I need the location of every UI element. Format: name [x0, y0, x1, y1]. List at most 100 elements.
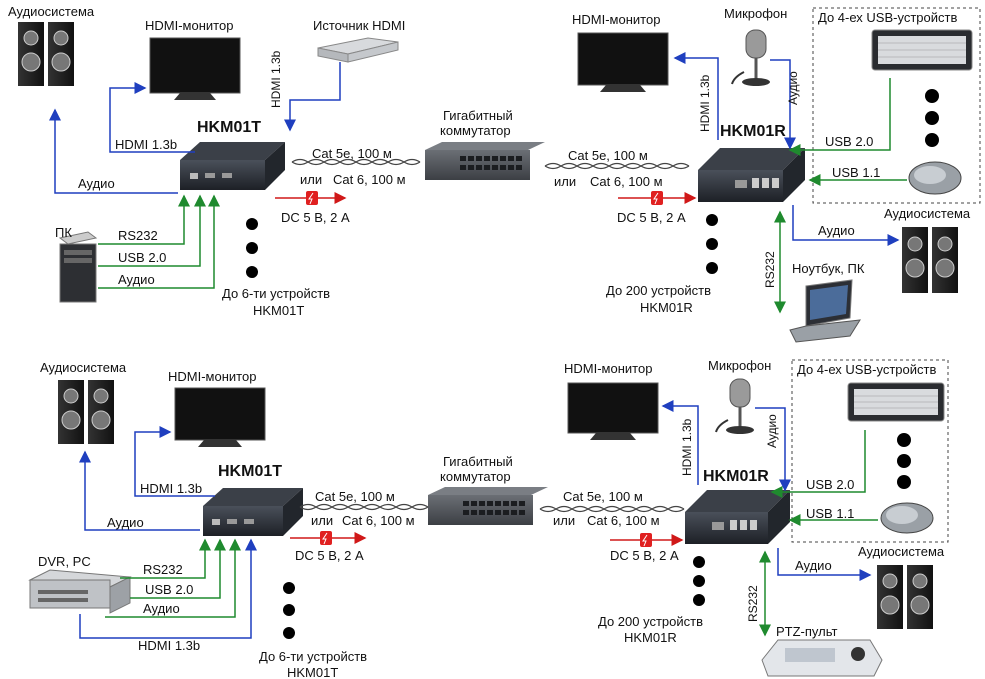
- switch-icon: [425, 142, 545, 180]
- audio-left-label: Аудио: [107, 515, 144, 530]
- usb11-r-label: USB 1.1: [806, 506, 854, 521]
- cable-or-r-label: или: [553, 513, 575, 528]
- monitor-link: [109, 82, 195, 153]
- rx-more-dots: [706, 214, 718, 274]
- right-monitor-label: HDMI-монитор: [564, 361, 652, 376]
- usb20-r-link: [788, 78, 891, 156]
- left-monitor-label: HDMI-монитор: [168, 369, 256, 384]
- cable-right-2-icon: [539, 505, 685, 513]
- left-speakers-icon: [18, 22, 74, 86]
- cable-b-r-label: Cat 6, 100 м: [590, 174, 663, 189]
- monitor-link: [134, 426, 215, 497]
- right-monitor-icon: [577, 32, 669, 92]
- monitor-link-label: HDMI 1.3b: [140, 481, 202, 496]
- microphone-icon: [715, 378, 754, 434]
- switch-icon: [428, 487, 548, 525]
- hdmi-source-label: Источник HDMI: [313, 18, 405, 33]
- cable-b-label: Cat 6, 100 м: [333, 172, 406, 187]
- left-monitor-icon: [174, 387, 266, 447]
- keyboard-icon: [871, 29, 973, 71]
- mouse-icon: [880, 502, 934, 534]
- usb-more-dots: [925, 89, 939, 147]
- rx-label: HKM01R: [720, 123, 786, 140]
- tx-count-label-1: До 6-ти устройств: [222, 286, 330, 301]
- power-rx-icon: [651, 191, 663, 205]
- rs232-label: RS232: [143, 562, 183, 577]
- usb20-link: [130, 538, 226, 599]
- usb20-label: USB 2.0: [145, 582, 193, 597]
- usb20-r-link: [770, 430, 866, 498]
- usb-devices-box: [791, 359, 949, 543]
- audio-right-link: [792, 205, 900, 246]
- dvr-icon: [28, 569, 132, 614]
- rx-device-icon: [685, 490, 790, 544]
- cable-a-r-label: Cat 5e, 100 м: [563, 489, 643, 504]
- keyboard-icon: [847, 382, 945, 422]
- laptop-icon: [789, 279, 861, 343]
- switch-label-1: Гигабитный: [443, 108, 513, 123]
- right-speakers-label: Аудиосистема: [884, 206, 971, 221]
- monitor-link-label: HDMI 1.3b: [115, 137, 177, 152]
- right-monitor-label: HDMI-монитор: [572, 12, 660, 27]
- audio-left-link: [79, 450, 200, 531]
- mic-link: [755, 407, 791, 492]
- left-speakers-label: Аудиосистема: [40, 360, 127, 375]
- tx-more-dots: [246, 218, 258, 278]
- hdmi-source-icon: [317, 37, 399, 63]
- rs232-label: RS232: [118, 228, 158, 243]
- audio-dvr-link: [105, 538, 241, 618]
- laptop-label: Ноутбук, ПК: [792, 261, 865, 276]
- usb20-label: USB 2.0: [118, 250, 166, 265]
- usb-more-dots: [897, 433, 911, 489]
- hdmi-dvr-label: HDMI 1.3b: [138, 638, 200, 653]
- cable-b-r-label: Cat 6, 100 м: [587, 513, 660, 528]
- mic-label: Микрофон: [708, 358, 771, 373]
- rx-count-label-1: До 200 устройств: [598, 614, 703, 629]
- rs232-r-label: RS232: [746, 585, 760, 622]
- power-rx-label: DC 5 В, 2 А: [617, 210, 686, 225]
- cable-a-r-label: Cat 5e, 100 м: [568, 148, 648, 163]
- usb-box-label: До 4-ех USB-устройств: [818, 10, 957, 25]
- cable-right-2-icon: [544, 162, 690, 170]
- audio-right-label: Аудио: [795, 558, 832, 573]
- left-speakers-icon: [58, 380, 114, 444]
- rs232-link: [120, 538, 211, 579]
- cable-right-icon: [544, 162, 690, 170]
- mic-link-label: Аудио: [765, 414, 779, 448]
- hdmi-source-link: [284, 62, 341, 132]
- audio-pc-link: [98, 194, 220, 289]
- mic-link: [770, 59, 796, 150]
- rs232-link: [98, 194, 190, 245]
- switch-label-1: Гигабитный: [443, 454, 513, 469]
- top-diagram: Аудиосистема HDMI-монитор Источник HDMI …: [8, 4, 981, 343]
- power-rx-icon: [640, 533, 652, 547]
- cable-right-icon: [539, 505, 685, 513]
- bottom-diagram: Аудиосистема HDMI-монитор HKM01T Гигабит…: [28, 358, 949, 679]
- rx-count-label-1: До 200 устройств: [606, 283, 711, 298]
- cable-a-label: Cat 5e, 100 м: [315, 489, 395, 504]
- tx-device-icon: [203, 488, 303, 536]
- usb-devices-box: [812, 7, 981, 204]
- mouse-icon: [908, 161, 962, 195]
- mic-label: Микрофон: [724, 6, 787, 21]
- usb20-r-label: USB 2.0: [825, 134, 873, 149]
- rs232-r-label: RS232: [763, 251, 777, 288]
- right-hdmi-link-label: HDMI 1.3b: [698, 74, 712, 132]
- tx-count-label-1: До 6-ти устройств: [259, 649, 367, 664]
- left-speakers-label: Аудиосистема: [8, 4, 95, 19]
- cable-or-r-label: или: [554, 174, 576, 189]
- power-rx-label: DC 5 В, 2 А: [610, 548, 679, 563]
- audio-pc-label: Аудио: [118, 272, 155, 287]
- rx-count-label-2: HKM01R: [624, 630, 677, 645]
- pc-icon: [58, 231, 98, 303]
- usb20-r-label: USB 2.0: [806, 477, 854, 492]
- tx-count-label-2: HKM01T: [287, 665, 338, 679]
- cable-left-2-icon: [291, 158, 421, 166]
- usb11-r-label: USB 1.1: [832, 165, 880, 180]
- cable-or-label: или: [300, 172, 322, 187]
- left-monitor-icon: [149, 37, 241, 100]
- switch-label-2: коммутатор: [440, 469, 511, 484]
- dvr-label: DVR, PC: [38, 554, 91, 569]
- rx-more-dots: [693, 556, 705, 606]
